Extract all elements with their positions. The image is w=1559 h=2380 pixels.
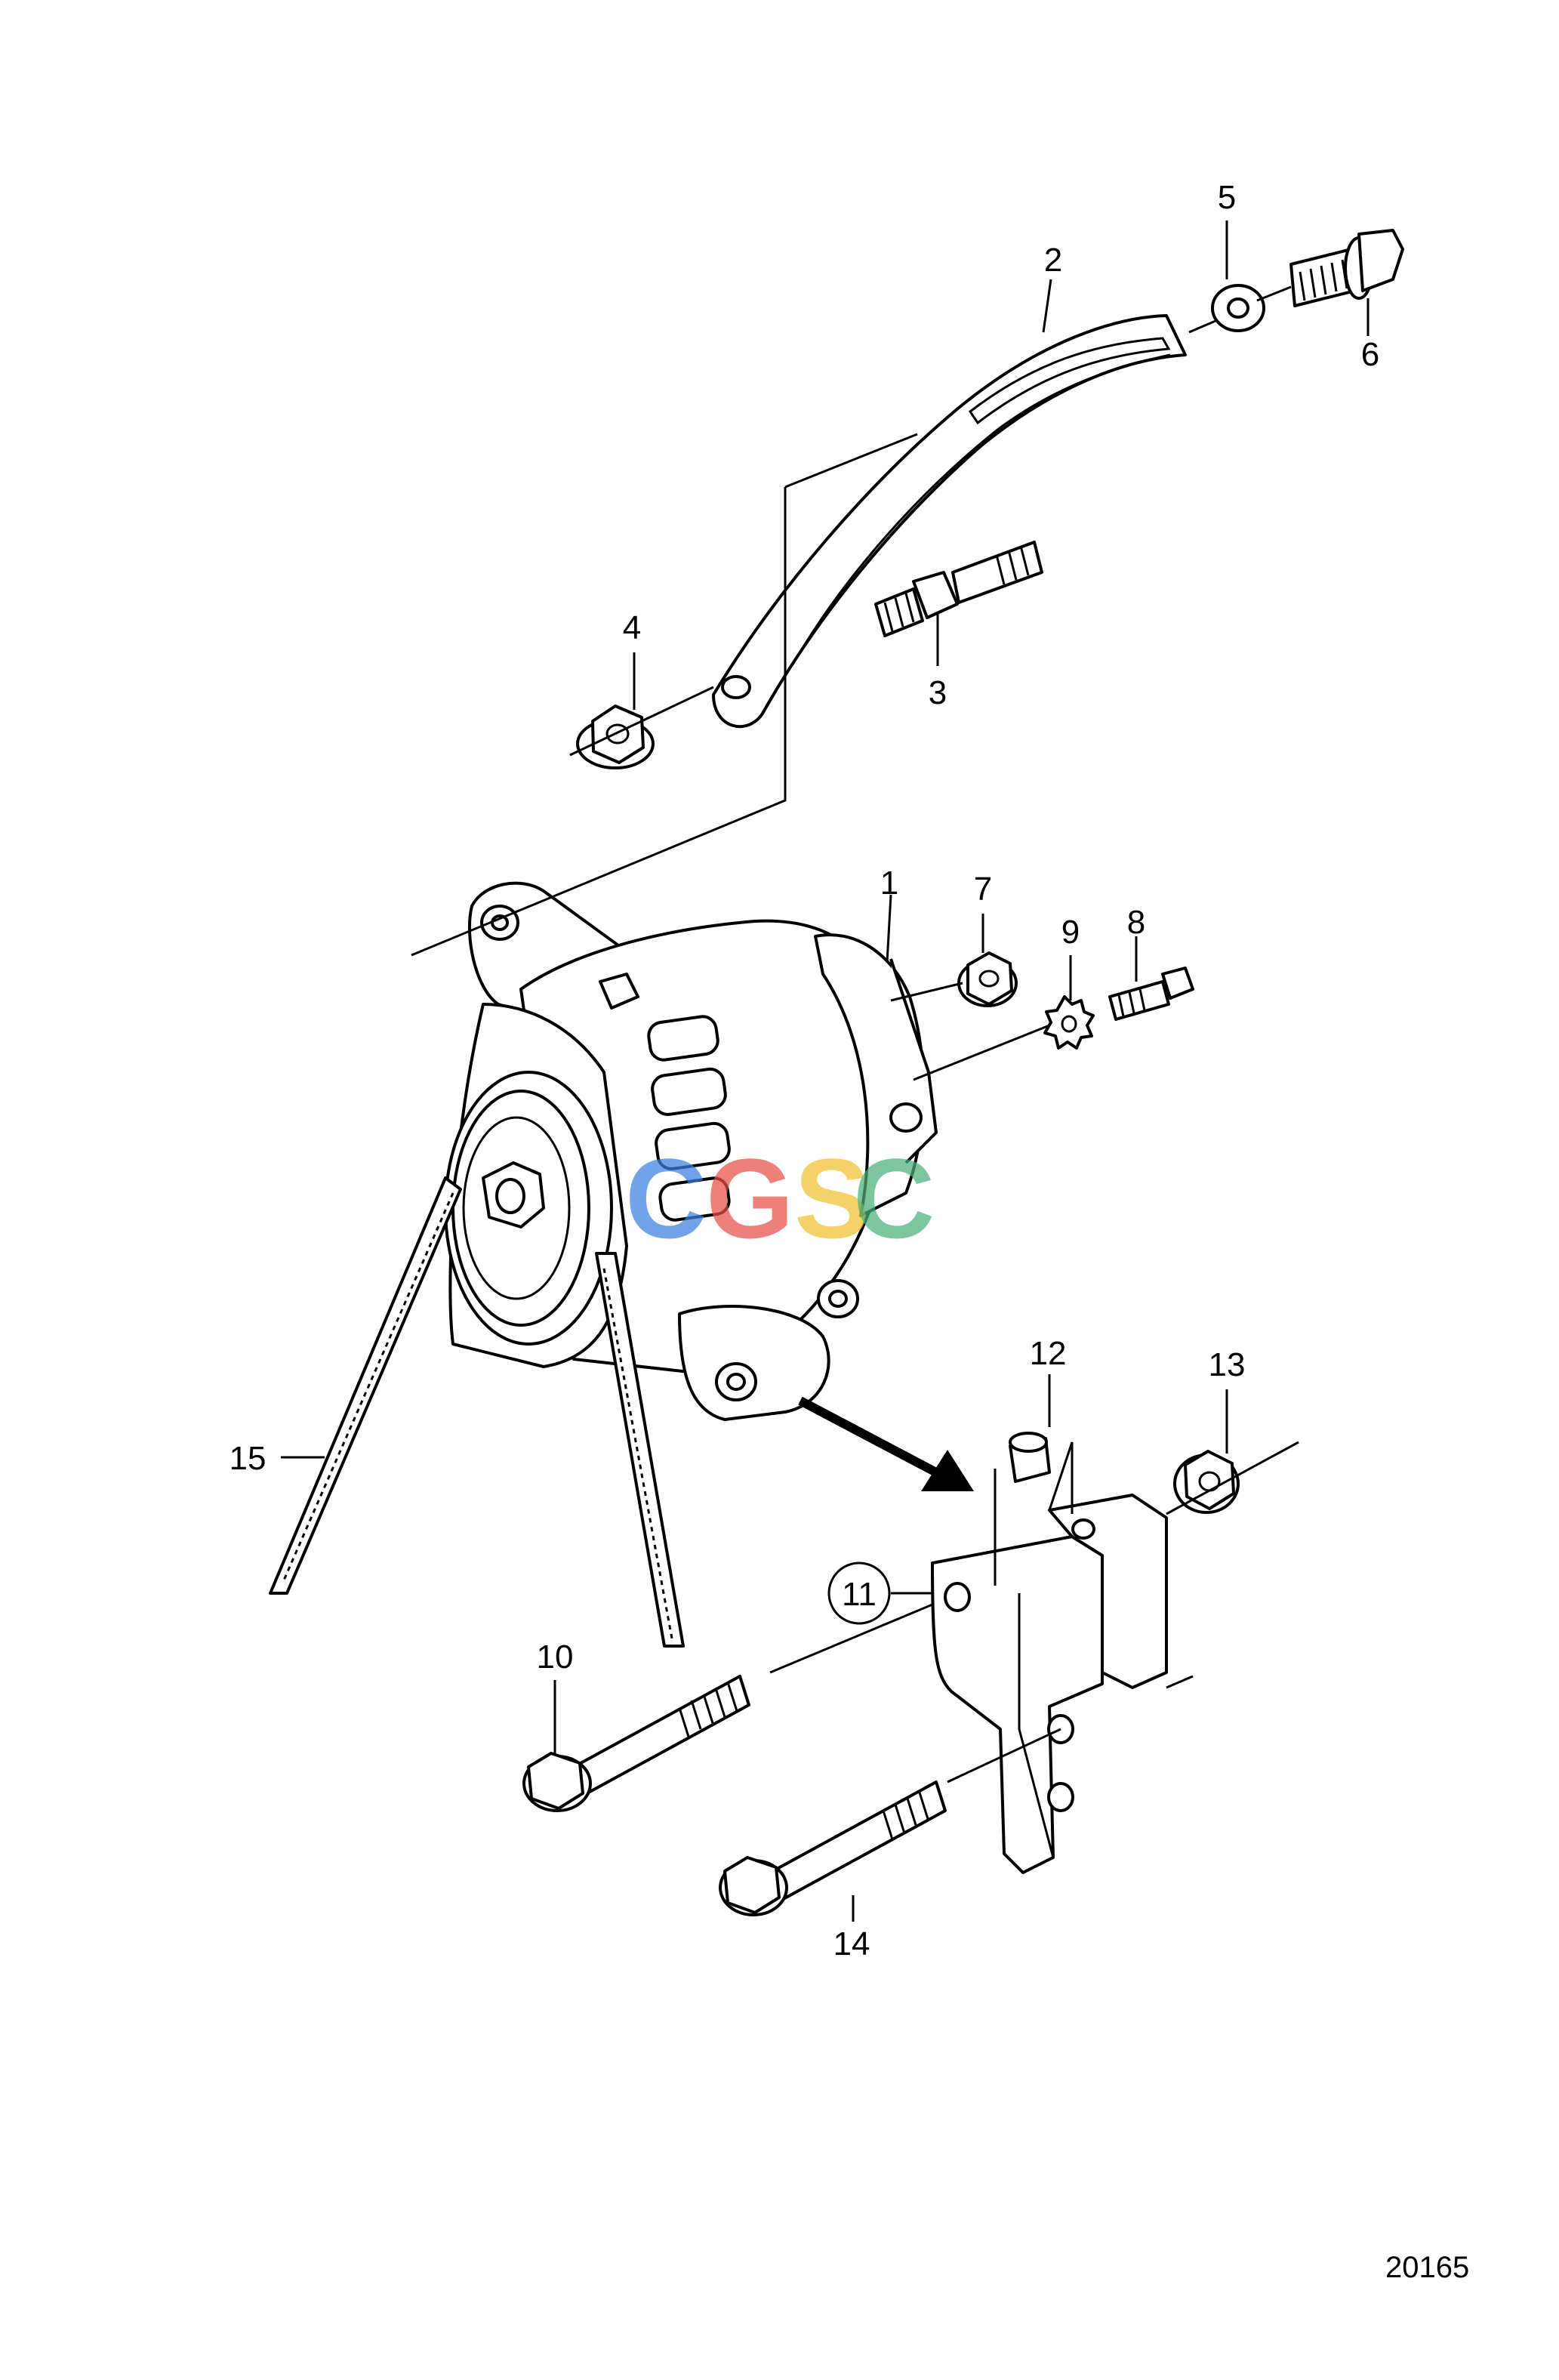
callout-11: 11: [842, 1576, 877, 1613]
watermark-letter-4: C: [853, 1135, 935, 1262]
drive-belt-15: [269, 1176, 685, 1648]
assembly-arrow: [798, 1396, 974, 1491]
flange-nut-7: [957, 951, 1018, 1007]
sleeve-12: [1009, 1432, 1051, 1483]
leader-lines: [281, 220, 1370, 1922]
callout-4: 4: [622, 609, 642, 646]
flange-nut-13: [1173, 1450, 1240, 1514]
callout-11-circle: [827, 1561, 891, 1625]
flange-screw-6: [1289, 229, 1404, 307]
serrated-washer-9: [1043, 995, 1095, 1050]
callout-2: 2: [1043, 242, 1063, 279]
callout-10: 10: [536, 1639, 574, 1676]
screw-8: [1108, 966, 1194, 1021]
watermark-letter-1: C: [625, 1135, 707, 1262]
watermark-letter-3: S: [794, 1135, 870, 1262]
callout-8: 8: [1126, 904, 1146, 941]
callout-14: 14: [833, 1925, 870, 1962]
callout-12: 12: [1029, 1335, 1067, 1372]
drawing-reference-number: 20165: [1385, 2251, 1470, 2284]
callout-5: 5: [1217, 179, 1237, 216]
callout-13: 13: [1208, 1346, 1246, 1383]
callout-7: 7: [973, 871, 993, 908]
callout-1: 1: [880, 865, 899, 902]
flange-nut-4: [576, 704, 655, 769]
callout-9: 9: [1061, 914, 1080, 951]
long-bolt-10: [522, 1675, 750, 1812]
washer-5: [1211, 284, 1265, 332]
watermark-letter-2: G: [706, 1135, 794, 1262]
callout-15: 15: [229, 1440, 267, 1477]
callout-3: 3: [928, 674, 947, 711]
mounting-bracket-11: [931, 1494, 1168, 1874]
stud-3: [874, 541, 1043, 637]
adjusting-bracket-arm: [712, 314, 1187, 729]
bolt-14: [719, 1780, 947, 1916]
callout-6: 6: [1360, 336, 1380, 373]
